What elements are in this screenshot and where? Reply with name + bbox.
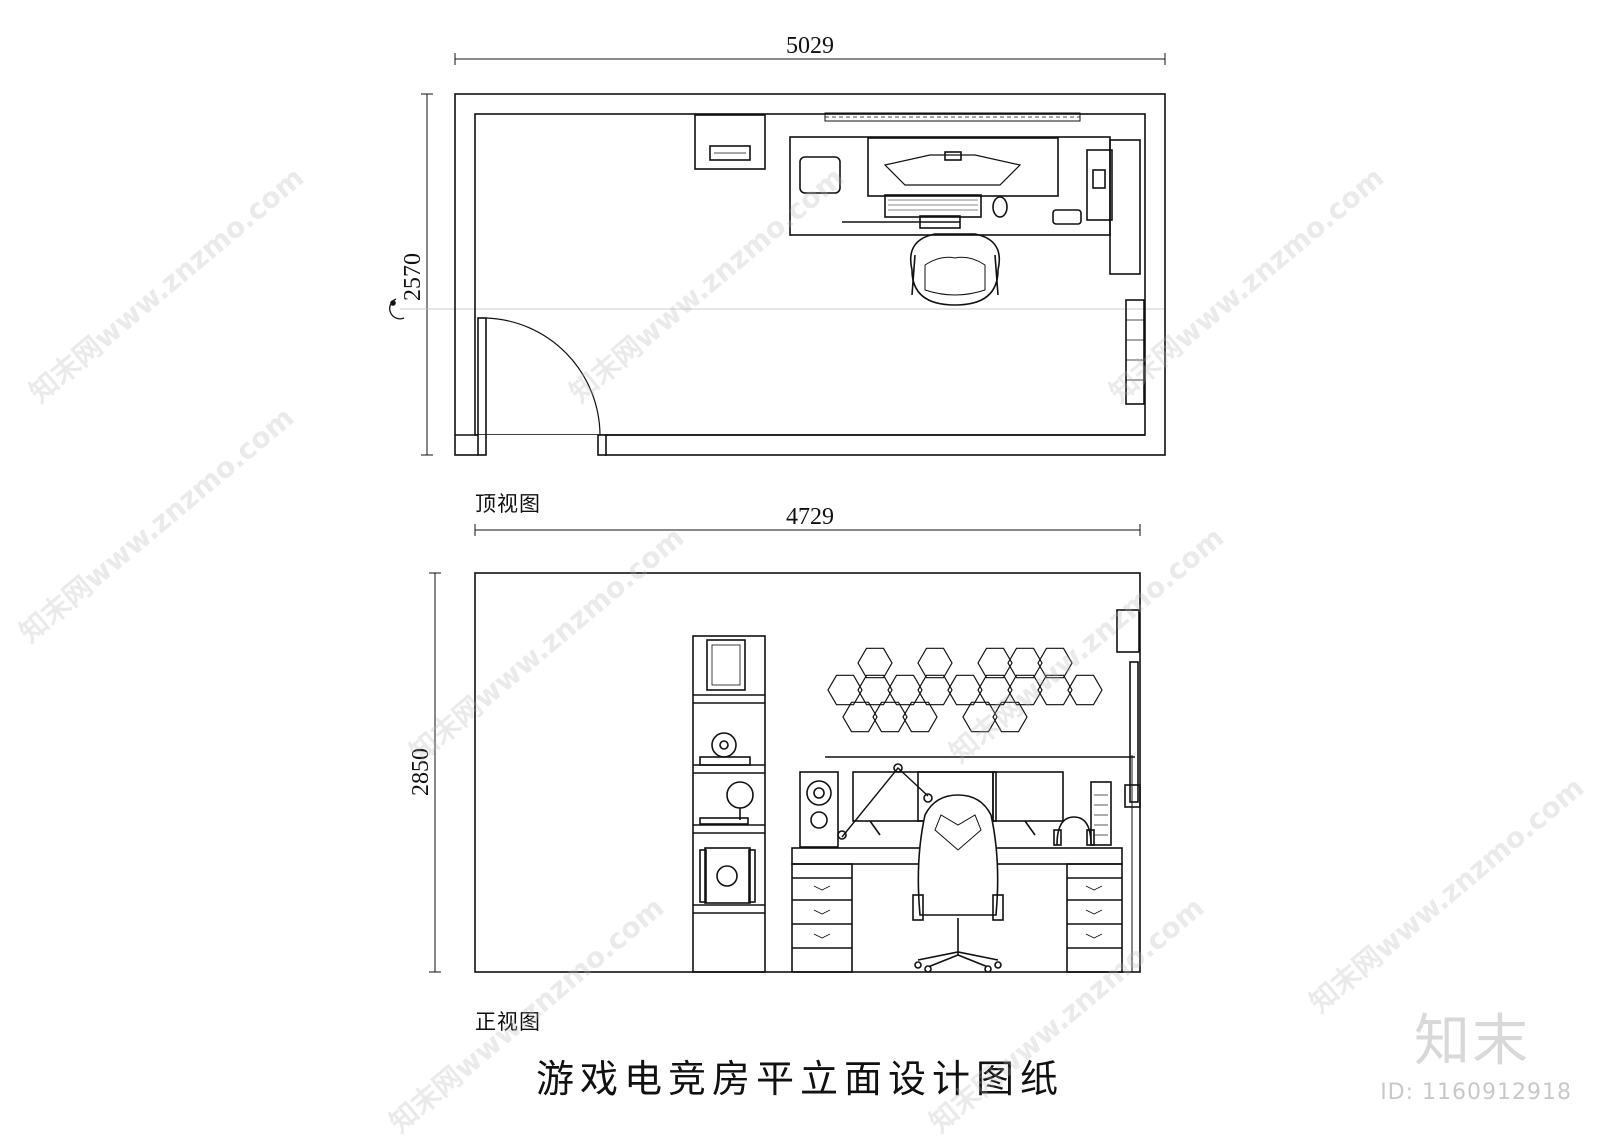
hexagon-panel: [1067, 674, 1103, 706]
top-view-depth-dim: 2570: [400, 253, 426, 301]
steering-wheel: [711, 732, 737, 758]
headphones: [1056, 816, 1092, 846]
hexagon-panel: [1037, 674, 1073, 706]
front-view-elevation: [429, 524, 1141, 973]
globe: [726, 781, 754, 809]
hexagon-panel: [827, 674, 863, 706]
door-leaf: [477, 317, 487, 456]
drawing-title: 游戏电竞房平立面设计图纸: [535, 1057, 1064, 1101]
inner-wall: [474, 113, 1146, 436]
hexagon-panel: [992, 701, 1028, 733]
game-console: [704, 847, 751, 904]
speaker-front: [799, 771, 839, 848]
gamepad-plan: [1052, 209, 1082, 225]
cabinet-plan: [694, 114, 766, 170]
drawing-id: ID: 1160912918: [1380, 1080, 1572, 1105]
hexagon-wall-panels: [827, 647, 1103, 733]
pc-tower-plan: [1086, 149, 1113, 221]
hexagon-panel: [977, 674, 1013, 706]
display-shelf: [692, 635, 766, 973]
front-view-height-dim: 2850: [408, 748, 434, 796]
side-window-frame: [1129, 661, 1139, 803]
speaker-plan: [799, 156, 841, 194]
mouse-plan: [992, 196, 1008, 218]
pc-tower-front: [1090, 781, 1112, 846]
hexagon-panel: [947, 674, 983, 706]
hexagon-panel: [857, 674, 893, 706]
outer-wall: [454, 93, 1166, 456]
hexagon-panel: [872, 701, 908, 733]
hexagon-panel: [962, 701, 998, 733]
right-drawer-unit: [1066, 863, 1123, 973]
hexagon-panel: [842, 701, 878, 733]
hexagon-panel: [917, 674, 953, 706]
gaming-chair-front: [912, 794, 1004, 973]
brand-logo: 知末: [1414, 1009, 1530, 1074]
door-swing: [485, 317, 601, 436]
hexagon-panel: [977, 647, 1013, 679]
shelf-plan: [1109, 139, 1141, 275]
top-view-width-dim: 5029: [786, 33, 834, 59]
hexagon-panel: [857, 647, 893, 679]
keyboard-plan: [884, 194, 982, 218]
front-view-width-dim: 4729: [786, 504, 834, 530]
hexagon-panel: [902, 701, 938, 733]
wall-unit-plan: [1125, 299, 1145, 405]
left-drawer-unit: [791, 863, 853, 973]
air-conditioner: [1116, 609, 1140, 653]
hexagon-panel: [1037, 647, 1073, 679]
hexagon-panel: [1007, 674, 1043, 706]
monitor-arm: [841, 766, 929, 838]
hexagon-panel: [917, 647, 953, 679]
hexagon-panel: [1007, 647, 1043, 679]
monitors-plan: [883, 154, 1022, 186]
gaming-chair-plan: [910, 233, 1000, 306]
hexagon-panel: [887, 674, 923, 706]
top-view-label: 顶视图: [475, 492, 541, 516]
top-view-plan: [389, 53, 1166, 456]
front-view-label: 正视图: [475, 1010, 541, 1034]
